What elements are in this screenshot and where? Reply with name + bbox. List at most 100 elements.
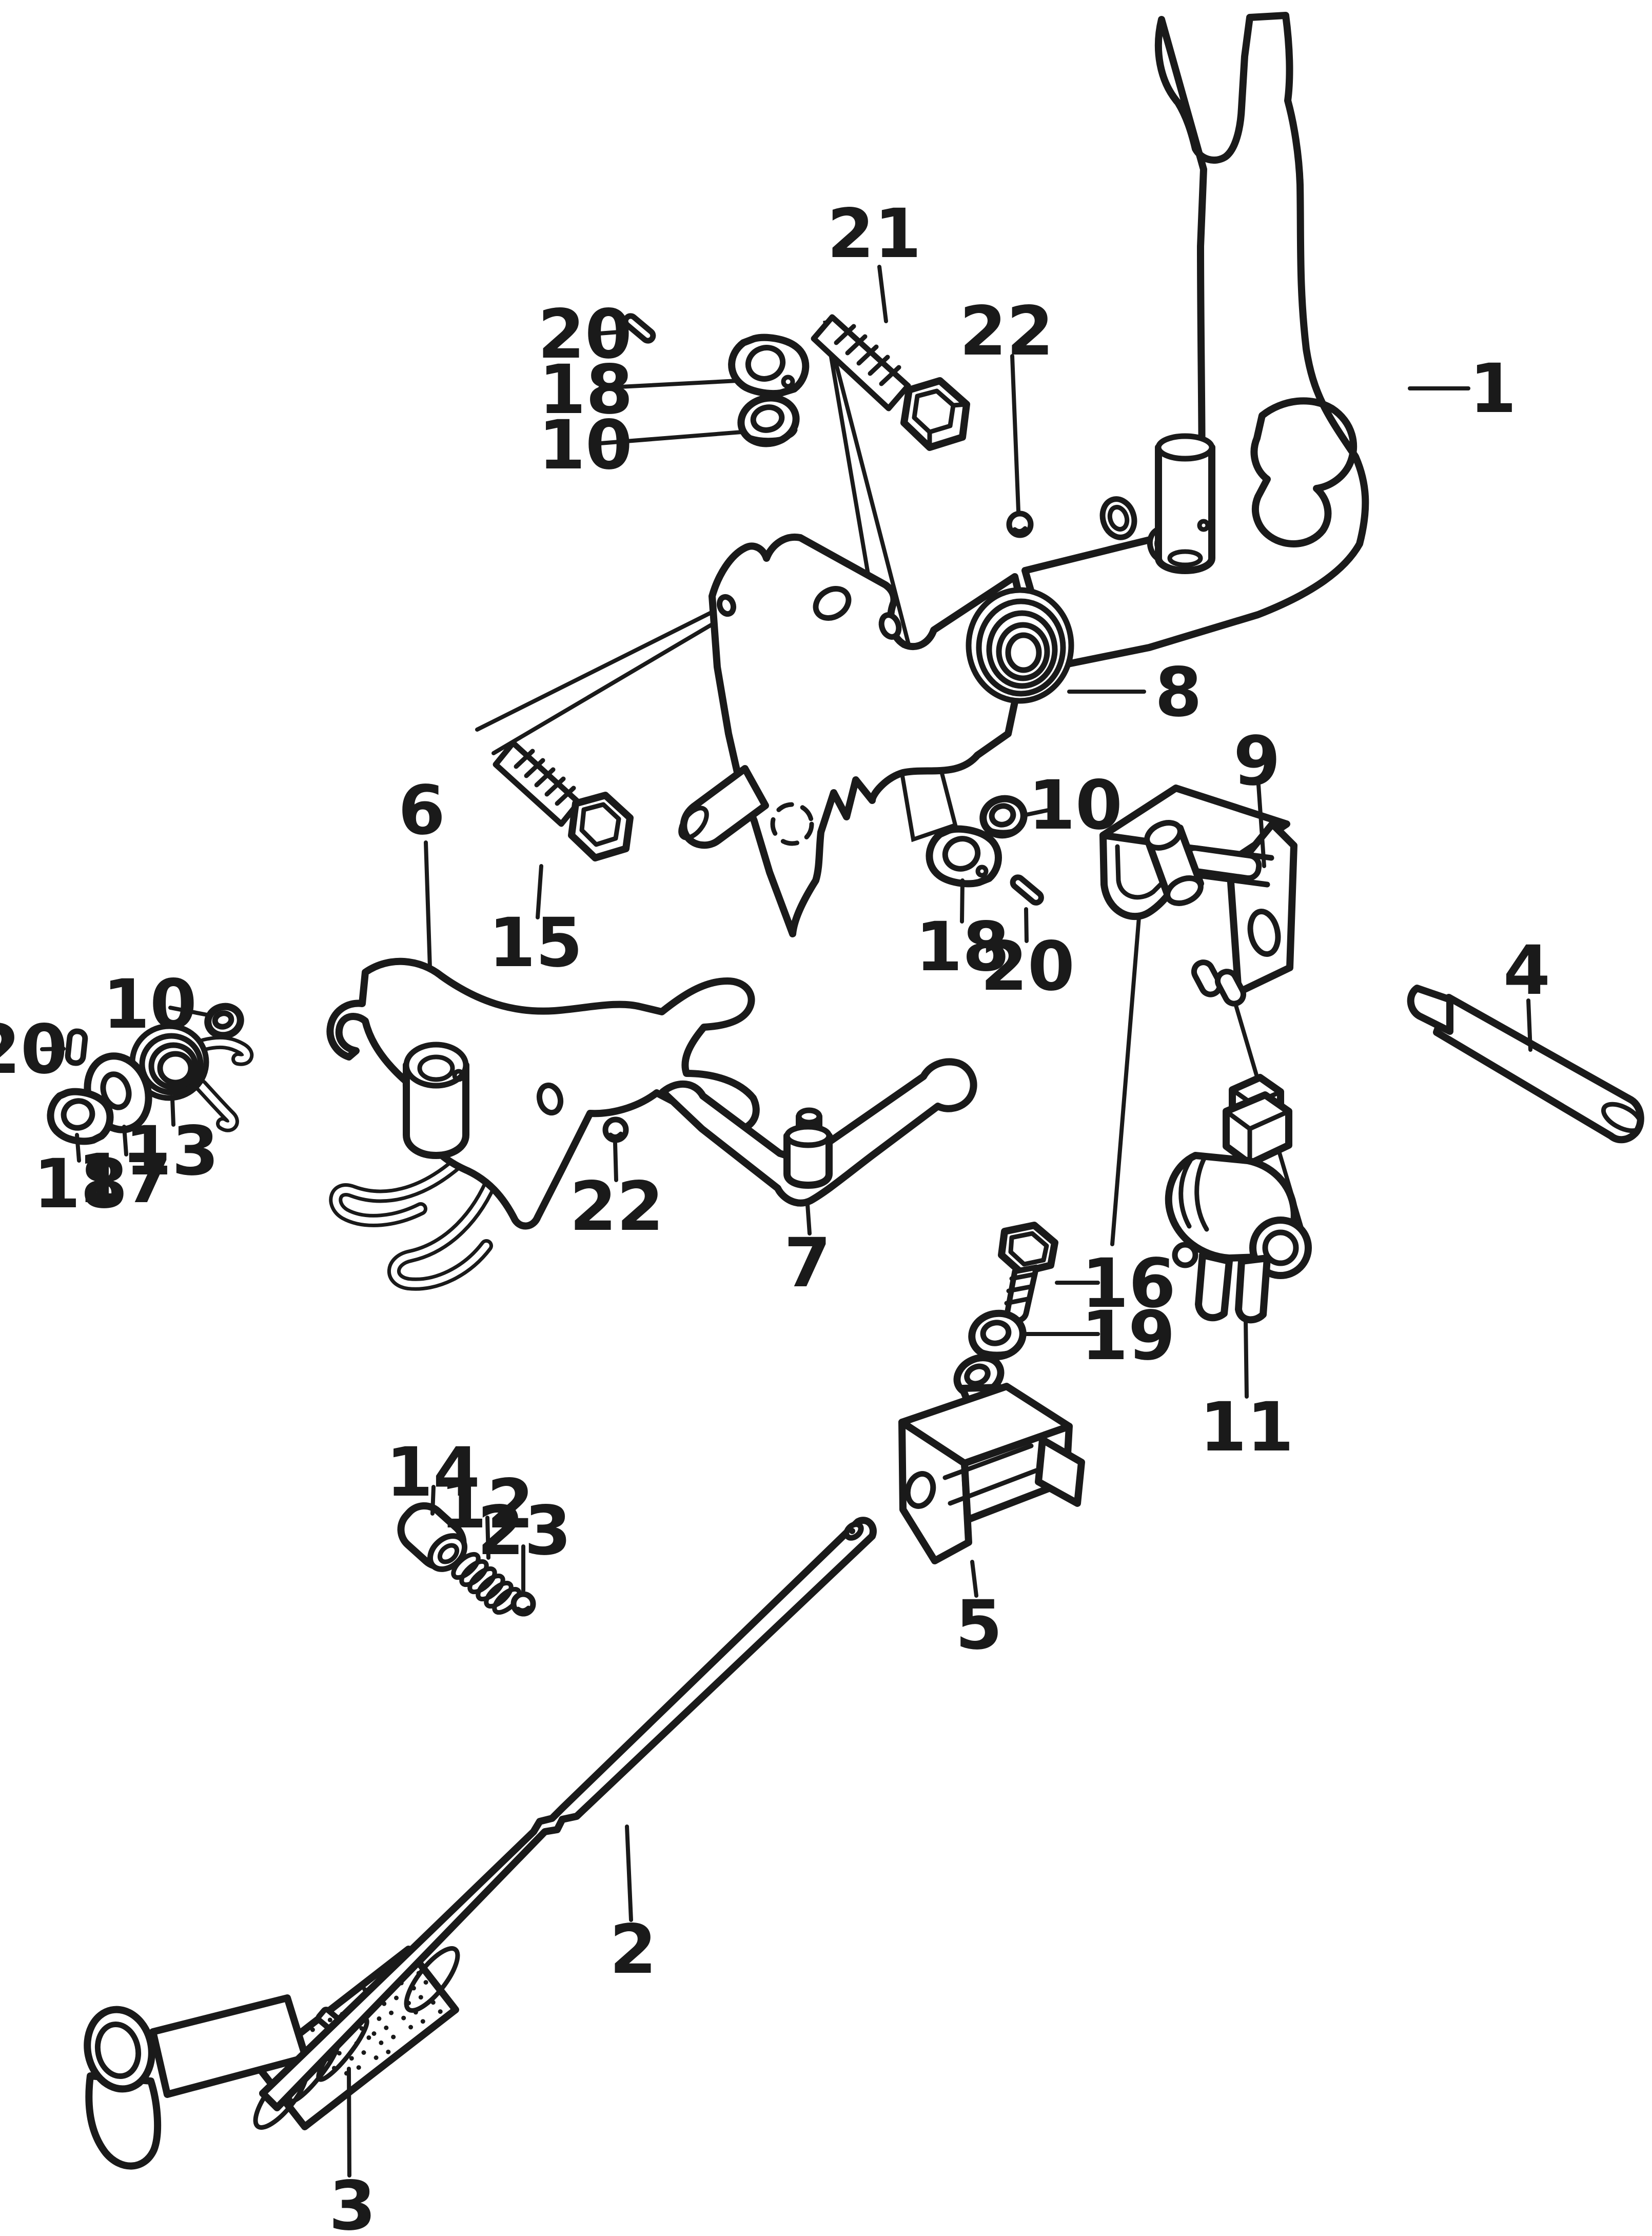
callout-1-label: 1 [1469, 349, 1517, 428]
washer-10c [204, 1003, 244, 1039]
callout-5-label: 5 [955, 1586, 1002, 1665]
stipple-dot [373, 2055, 379, 2060]
pin-20b [1010, 874, 1044, 906]
stipple-dot [327, 2017, 332, 2023]
part-6-boss [403, 1042, 469, 1159]
callout-12-label: 12 [440, 1465, 534, 1544]
callout-layer: 1234567891010101112131415161718181819202… [0, 194, 1550, 2236]
pin-20c [65, 1028, 88, 1066]
stipple-dot [356, 2065, 361, 2070]
part-11-stopper [1165, 1074, 1312, 1324]
part-9-guide [1099, 784, 1297, 1007]
stipple-dot [420, 2019, 425, 2024]
callout-13-label: 13 [125, 1112, 219, 1191]
stipple-dot [438, 2009, 443, 2014]
plate-small-hole [878, 612, 902, 640]
washer-10a [737, 394, 800, 447]
callout-20b-leader [1024, 907, 1029, 943]
spring-12 [451, 1552, 522, 1615]
callout-20a-label: 20 [538, 295, 632, 374]
callout-7-label: 7 [784, 1224, 831, 1303]
collar-18b [926, 825, 1002, 888]
callout-10a-label: 10 [538, 406, 633, 485]
part-3-cup-body [85, 2072, 162, 2170]
stipple-dot [349, 2056, 354, 2061]
callout-18c-label: 18 [33, 1145, 128, 1224]
callout-3-label: 3 [329, 2167, 376, 2236]
stipple-dot [361, 2050, 366, 2055]
stipple-dot [408, 2025, 414, 2030]
callout-22b-leader [613, 1141, 618, 1182]
stipple-dot [371, 2031, 377, 2036]
part-6-shift-fork [326, 957, 760, 1291]
bolt-15 [493, 740, 634, 861]
stipple-dot [411, 1986, 416, 1991]
bolt-16 [998, 1222, 1058, 1324]
stipple-dot [337, 2051, 342, 2056]
stipple-dot [354, 2041, 359, 2046]
callout-6-label: 6 [398, 771, 445, 850]
part-9-roller [1144, 820, 1204, 906]
bolt-21 [811, 314, 970, 451]
callout-11-leader [1244, 1318, 1249, 1399]
stipple-dot [377, 2016, 382, 2021]
shaft-2 [259, 1517, 877, 2111]
ball-23 [510, 1591, 536, 1617]
callout-19-label: 19 [1081, 1297, 1175, 1376]
callout-10b-label: 10 [1028, 766, 1123, 845]
callout-4-leader [1526, 998, 1532, 1052]
stipple-dot [406, 2000, 411, 2006]
callout-10b-leader [1024, 808, 1053, 817]
rod-4-shift-guide-shaft [1407, 985, 1644, 1144]
callout-22b-label: 22 [569, 1167, 664, 1246]
callout-18a-label: 18 [539, 350, 633, 429]
washer-10b [979, 795, 1028, 839]
part-3-drum-end [84, 1946, 460, 2170]
stipple-dot [389, 2010, 394, 2015]
stipple-dot [386, 2049, 391, 2054]
ball-22-lower [602, 1116, 629, 1143]
callout-9-leader [1256, 783, 1266, 868]
callout-8-label: 8 [1155, 653, 1202, 732]
callout-23-label: 23 [477, 1492, 572, 1571]
callout-18b-label: 18 [915, 908, 1010, 987]
callout-15-leader [536, 864, 543, 919]
callout-20b-label: 20 [980, 927, 1075, 1006]
part-5-stopper-bracket [898, 1354, 1085, 1564]
callout-5-leader [970, 1560, 978, 1598]
stipple-dot [418, 1995, 423, 2000]
spring-13 [129, 1023, 254, 1132]
collar-18c [47, 1088, 114, 1145]
callout-17-label: 17 [77, 1140, 172, 1219]
callout-21-label: 21 [827, 194, 921, 273]
plate-bolt-hole [716, 594, 737, 617]
stipple-dot [391, 2034, 396, 2039]
callout-6-leader [424, 840, 432, 970]
stipple-dot [366, 2035, 371, 2040]
callout-11-label: 11 [1199, 1388, 1294, 1467]
callout-7-leader [805, 1203, 812, 1235]
callout-14-leader [430, 1485, 436, 1516]
stipple-dot [379, 2040, 384, 2045]
callout-10a-leader [598, 430, 744, 445]
callout-9-label: 9 [1233, 722, 1281, 801]
callout-15-label: 15 [488, 904, 583, 983]
plate-dashed-hole [770, 802, 814, 846]
callout-14-label: 14 [386, 1433, 480, 1512]
part-8-bushing [966, 587, 1074, 704]
callout-16-label: 16 [1081, 1244, 1176, 1323]
stipple-dot [430, 2000, 436, 2005]
callout-10c-label: 10 [103, 965, 197, 1044]
callout-13-leader [170, 1097, 175, 1127]
ball-22-upper [1006, 511, 1034, 538]
stipple-dot [394, 1995, 399, 2000]
callout-2-leader [625, 1825, 633, 1922]
collar-18a [728, 334, 810, 398]
part-1-shift-arm [1021, 12, 1369, 671]
center-bracket-plate [678, 533, 1032, 937]
pin-20a [622, 313, 656, 344]
stipple-dot [310, 2027, 315, 2032]
callout-22a-leader [1010, 354, 1020, 513]
